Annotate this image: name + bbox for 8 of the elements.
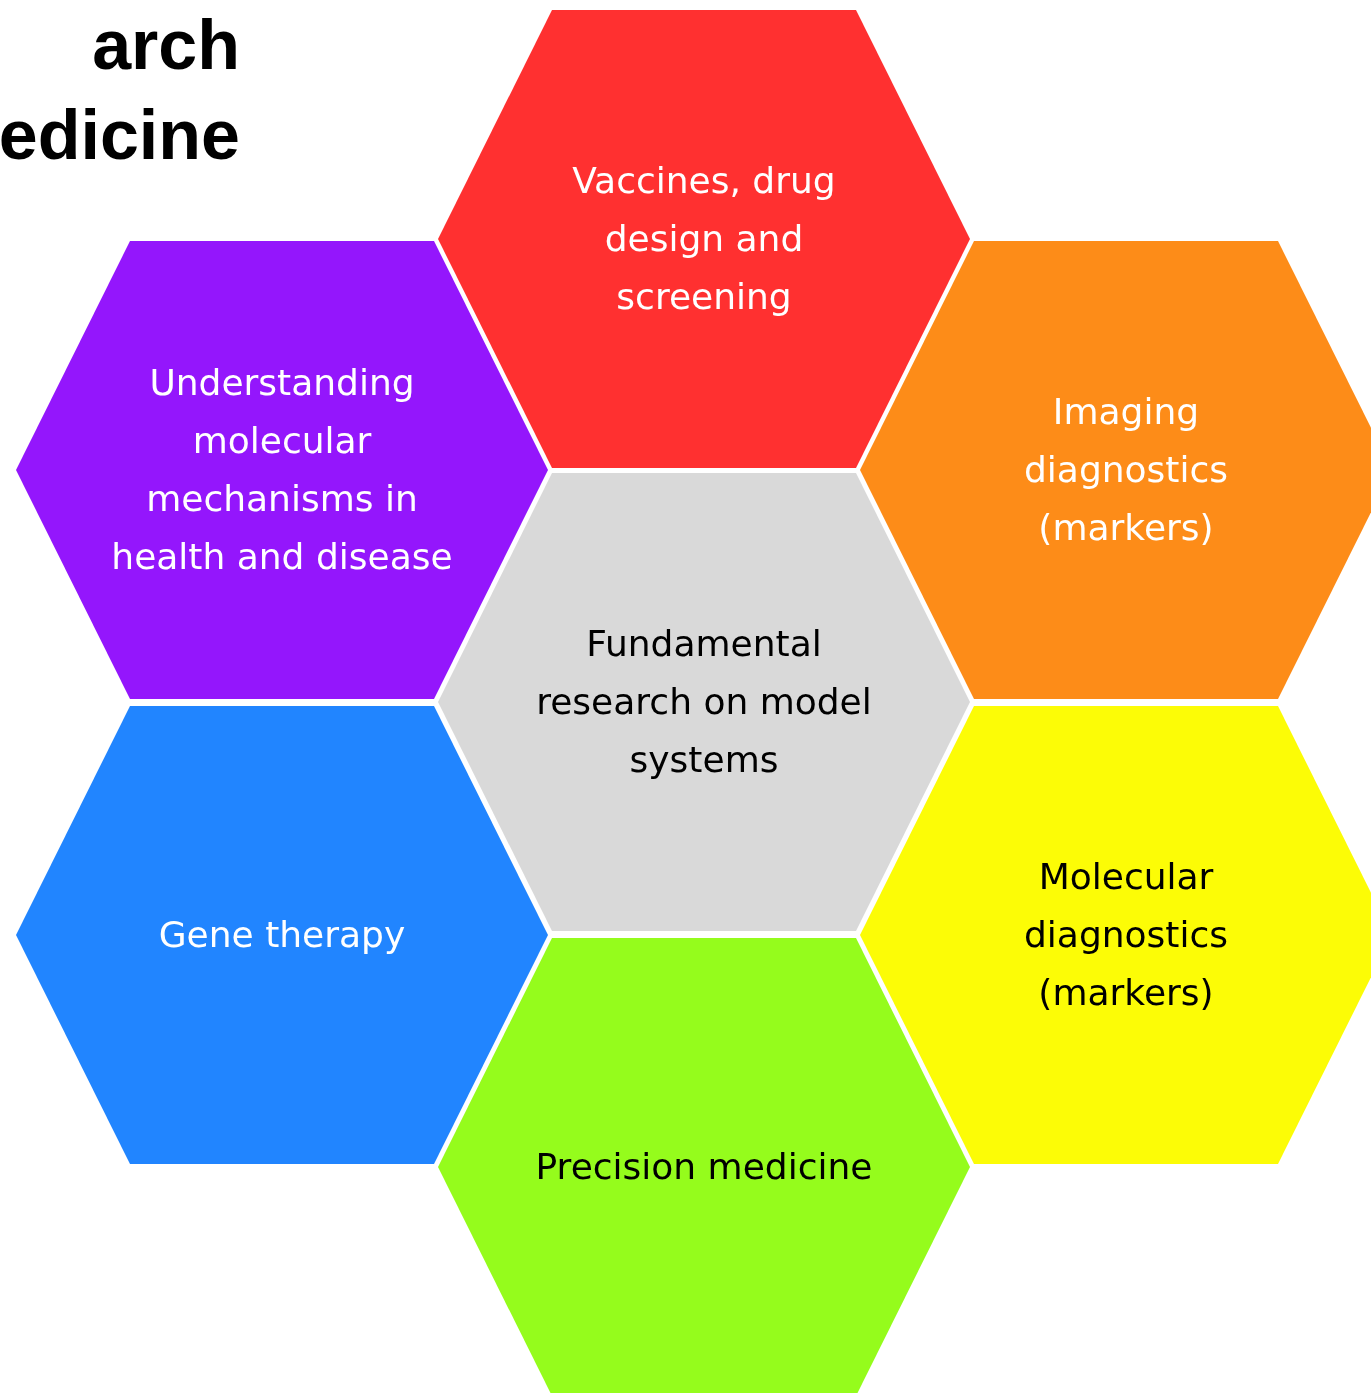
hexagon-label: Imaging diagnostics (markers) [1023, 390, 1229, 550]
hexagon-label: Fundamental research on model systems [535, 622, 873, 782]
hexagon-label: Molecular diagnostics (markers) [1023, 855, 1229, 1015]
hexagon-label: Understanding molecular mechanisms in health and disease [111, 361, 453, 579]
hexagon-label: Vaccines, drug design and screening [571, 159, 837, 319]
page-title: arch edicine [0, 5, 240, 176]
hexagon-label: Gene therapy [158, 913, 406, 957]
hexagon-label: Precision medicine [535, 1145, 873, 1189]
